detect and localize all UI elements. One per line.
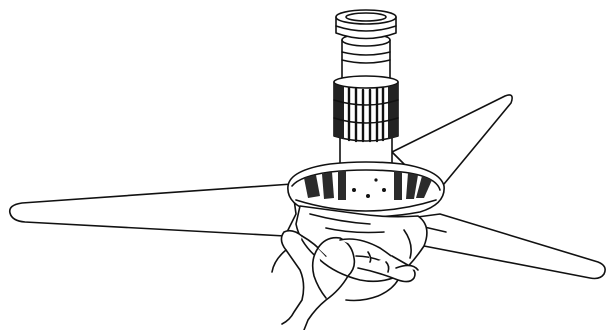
fan-blade-left [10, 184, 296, 236]
fan-downrod [334, 10, 398, 173]
fan-blade-front-right [410, 214, 605, 279]
hands-with-cloth [272, 206, 427, 330]
